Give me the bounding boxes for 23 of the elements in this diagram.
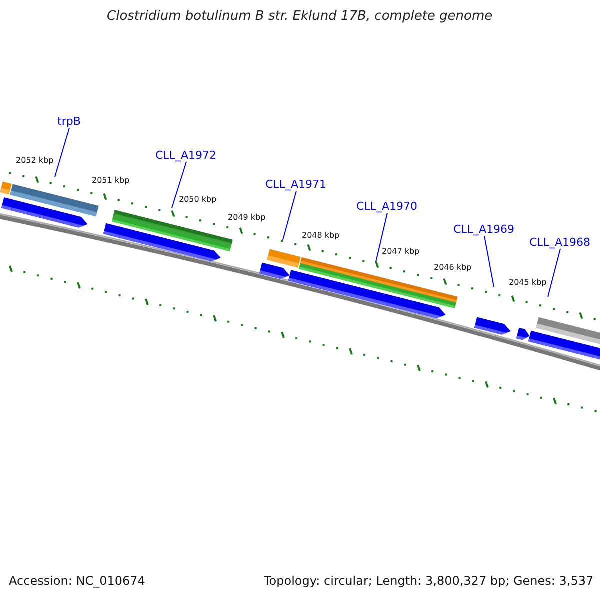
position-label: 2045 kbp: [509, 279, 547, 288]
position-label: 2049 kbp: [228, 214, 266, 223]
position-label: 2046 kbp: [434, 264, 472, 273]
gene-label: CLL_A1968: [530, 237, 590, 250]
position-label: 2052 kbp: [16, 157, 54, 166]
leader-line: [282, 190, 297, 240]
gene-label: CLL_A1969: [454, 224, 514, 236]
gene-label: CLL_A1972: [156, 150, 216, 162]
position-label: 2048 kbp: [302, 232, 340, 241]
leader-line: [376, 212, 388, 262]
gene-label: trpB: [58, 116, 81, 128]
leader-line: [54, 128, 70, 178]
leader-line: [484, 236, 494, 288]
footer-text: Topology: circular; Length: 3,800,327 bp; Genes: 3,537: [264, 575, 594, 588]
position-label: 2051 kbp: [92, 177, 130, 186]
position-label: 2047 kbp: [382, 248, 420, 257]
leader-line: [172, 162, 187, 208]
gene-label: CLL_A1971: [266, 179, 326, 192]
gene-label: CLL_A1970: [356, 201, 418, 214]
footer-text: Accession: NC_010674: [9, 575, 146, 588]
leader-line: [548, 248, 561, 298]
position-label: 2050 kbp: [179, 196, 217, 205]
diagram-title: Clostridium botulinum B str. Eklund 17B, complete genome: [107, 10, 493, 24]
